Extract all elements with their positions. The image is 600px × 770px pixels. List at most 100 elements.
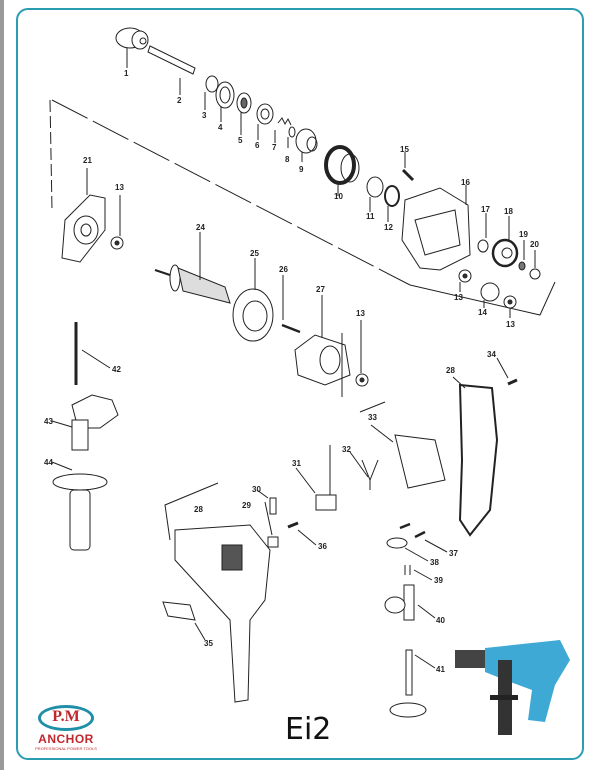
part-28-housing <box>164 482 271 703</box>
part-30-brush-cap <box>256 489 277 515</box>
page-edge <box>0 0 4 770</box>
part-40-lever <box>384 584 436 621</box>
part-44-side-handle-grip <box>51 461 108 551</box>
logo-tagline: PROFESSIONAL POWER TOOLS <box>35 746 97 751</box>
part-label: 8 <box>285 155 290 164</box>
part-14-pinion <box>480 282 500 308</box>
part-label: 34 <box>487 350 496 359</box>
part-label: 32 <box>342 445 351 454</box>
part-label: 24 <box>196 223 205 232</box>
part-35-label-plate <box>162 601 206 641</box>
part-8-washer <box>287 126 296 148</box>
part-label: 27 <box>316 285 325 294</box>
part-label: 6 <box>255 141 260 150</box>
part-15-screw <box>401 152 415 182</box>
logo-oval <box>38 705 94 731</box>
part-label: 9 <box>299 165 304 174</box>
part-6-bearing <box>256 103 274 140</box>
part-label: 13 <box>356 309 365 318</box>
part-label: 28 <box>194 505 203 514</box>
part-13-bearing <box>110 195 124 250</box>
part-10-clutch <box>324 145 360 196</box>
part-42-bolt <box>74 322 111 385</box>
part-11-o-ring <box>366 176 384 212</box>
assembly-guide-line <box>51 99 411 286</box>
part-39-pins <box>404 565 433 581</box>
part-label: 16 <box>461 178 470 187</box>
part-19-clip <box>518 240 526 271</box>
part-label: 14 <box>478 308 487 317</box>
logo-brand: ANCHOR <box>38 732 94 746</box>
part-label: 35 <box>204 639 213 648</box>
part-37-screws <box>399 522 448 553</box>
part-9-gear-sleeve <box>295 128 318 162</box>
part-label: 4 <box>218 123 223 132</box>
part-5-bearing <box>236 92 252 135</box>
part-41-shaft <box>389 649 436 718</box>
part-label: 17 <box>481 205 490 214</box>
part-label: 18 <box>504 207 513 216</box>
logo-initials: P.M <box>52 708 80 725</box>
part-31-capacitor <box>295 445 337 511</box>
part-label: 40 <box>436 616 445 625</box>
part-28-handle-half <box>452 376 499 537</box>
part-label: 41 <box>436 665 445 674</box>
part-label: 26 <box>279 265 288 274</box>
part-27-stator <box>294 295 351 397</box>
part-21-bearing-plate <box>61 168 106 263</box>
part-label: 5 <box>238 136 243 145</box>
part-12-washer <box>384 185 400 222</box>
part-26-screw <box>281 275 301 334</box>
part-label: 15 <box>400 145 409 154</box>
part-label: 20 <box>530 240 539 249</box>
part-38-knob <box>386 537 429 562</box>
part-label: 42 <box>112 365 121 374</box>
part-label: 36 <box>318 542 327 551</box>
assembly-guide-line <box>409 281 556 316</box>
part-label: 3 <box>202 111 207 120</box>
part-label: 13 <box>506 320 515 329</box>
part-25-baffle <box>232 258 274 342</box>
part-label: 12 <box>384 223 393 232</box>
part-label: 30 <box>252 485 261 494</box>
part-16-gear-housing <box>401 185 471 271</box>
part-17-washer <box>477 213 489 253</box>
part-label: 13 <box>115 183 124 192</box>
part-2-spindle <box>147 45 196 95</box>
part-13-bearing <box>355 320 369 387</box>
part-13-bearing <box>503 295 517 318</box>
part-label: 38 <box>430 558 439 567</box>
part-43-side-handle-clamp <box>51 394 119 451</box>
part-20-bearing <box>529 250 541 280</box>
part-label: 1 <box>124 69 129 78</box>
part-13-bearing <box>458 269 472 292</box>
document-frame <box>16 8 584 760</box>
part-34-screw <box>496 357 518 386</box>
part-label: 10 <box>334 192 343 201</box>
part-label: 37 <box>449 549 458 558</box>
part-7-spring <box>274 117 292 143</box>
part-label: 11 <box>366 212 375 221</box>
part-label: 33 <box>368 413 377 422</box>
brand-logo: P.M ANCHOR PROFESSIONAL POWER TOOLS <box>30 705 100 755</box>
part-36-screw <box>287 521 317 546</box>
part-label: 39 <box>434 576 443 585</box>
part-label: 19 <box>519 230 528 239</box>
part-label: 44 <box>44 458 53 467</box>
part-label: 43 <box>44 417 53 426</box>
part-33-switch <box>359 401 446 489</box>
assembly-guide-line <box>49 99 53 211</box>
part-label: 21 <box>83 156 92 165</box>
part-1-chuck <box>115 27 149 68</box>
part-label: 7 <box>272 143 277 152</box>
part-3-ring <box>204 75 219 110</box>
part-label: 28 <box>446 366 455 375</box>
part-18-gear <box>491 216 519 268</box>
part-labels: 1 2 3 4 5 6 7 8 9 10 11 12 15 16 17 18 1… <box>44 69 539 674</box>
part-4-washer <box>215 81 235 122</box>
part-label: 25 <box>250 249 259 258</box>
model-name: Ei2 <box>285 712 332 747</box>
part-24-armature <box>154 232 231 304</box>
part-label: 29 <box>242 501 251 510</box>
